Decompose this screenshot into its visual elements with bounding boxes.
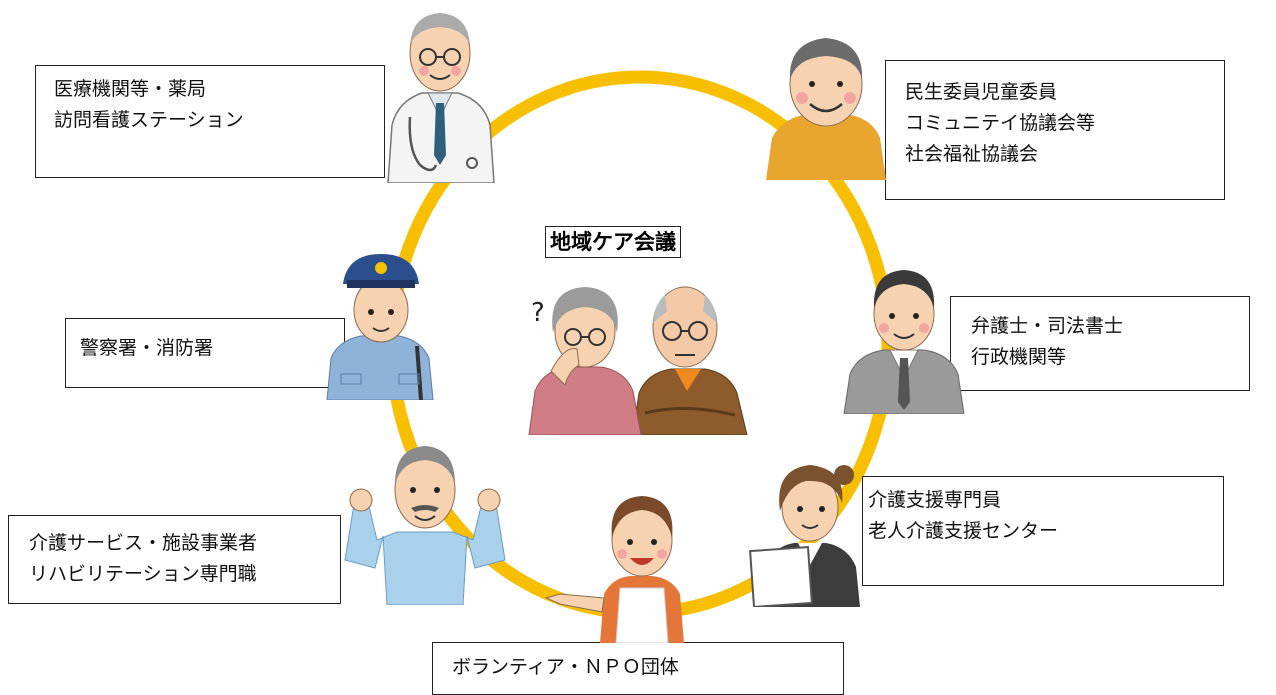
node-volunteer: ボランティア・ＮＰＯ団体 [432, 642, 844, 695]
center-title: 地域ケア会議 [545, 226, 681, 258]
care-manager-illustration [749, 465, 860, 607]
commissioner-illustration [766, 38, 886, 180]
node-legal-line-2: 行政機関等 [971, 346, 1067, 368]
node-care-manager: 介護支援専門員 老人介護支援センター [862, 476, 1224, 586]
node-care-service-line-2: リハビリテーション専門職 [29, 563, 257, 585]
node-legal: 弁護士・司法書士 行政機関等 [950, 296, 1250, 391]
police-illustration [326, 254, 434, 400]
node-volunteer-line-1: ボランティア・ＮＰＯ団体 [452, 656, 679, 678]
node-care-manager-line-1: 介護支援専門員 [868, 489, 1002, 511]
node-welfare-line-3: 社会福祉協議会 [905, 143, 1039, 165]
question-mark: ? [531, 298, 545, 328]
node-welfare: 民生委員児童委員 コミュニテイ協議会等 社会福祉協議会 [885, 60, 1225, 200]
volunteer-illustration [544, 496, 684, 643]
node-medical: 医療機関等・薬局 訪問看護ステーション [35, 65, 385, 178]
lawyer-illustration [843, 270, 965, 414]
care-worker-illustration [344, 446, 506, 605]
node-care-service-line-1: 介護サービス・施設事業者 [29, 532, 258, 554]
node-legal-line-1: 弁護士・司法書士 [971, 315, 1124, 337]
node-welfare-line-2: コミュニテイ協議会等 [905, 112, 1096, 134]
node-care-manager-line-2: 老人介護支援センター [868, 520, 1059, 542]
node-care-service: 介護サービス・施設事業者 リハビリテーション専門職 [8, 515, 341, 604]
elderly-couple-illustration: ? [528, 286, 748, 435]
node-police-line-1: 警察署・消防署 [80, 337, 214, 359]
node-police: 警察署・消防署 [65, 318, 345, 388]
doctor-illustration [387, 13, 495, 183]
node-medical-line-2: 訪問看護ステーション [54, 109, 244, 131]
node-welfare-line-1: 民生委員児童委員 [905, 81, 1058, 103]
node-medical-line-1: 医療機関等・薬局 [54, 78, 207, 100]
